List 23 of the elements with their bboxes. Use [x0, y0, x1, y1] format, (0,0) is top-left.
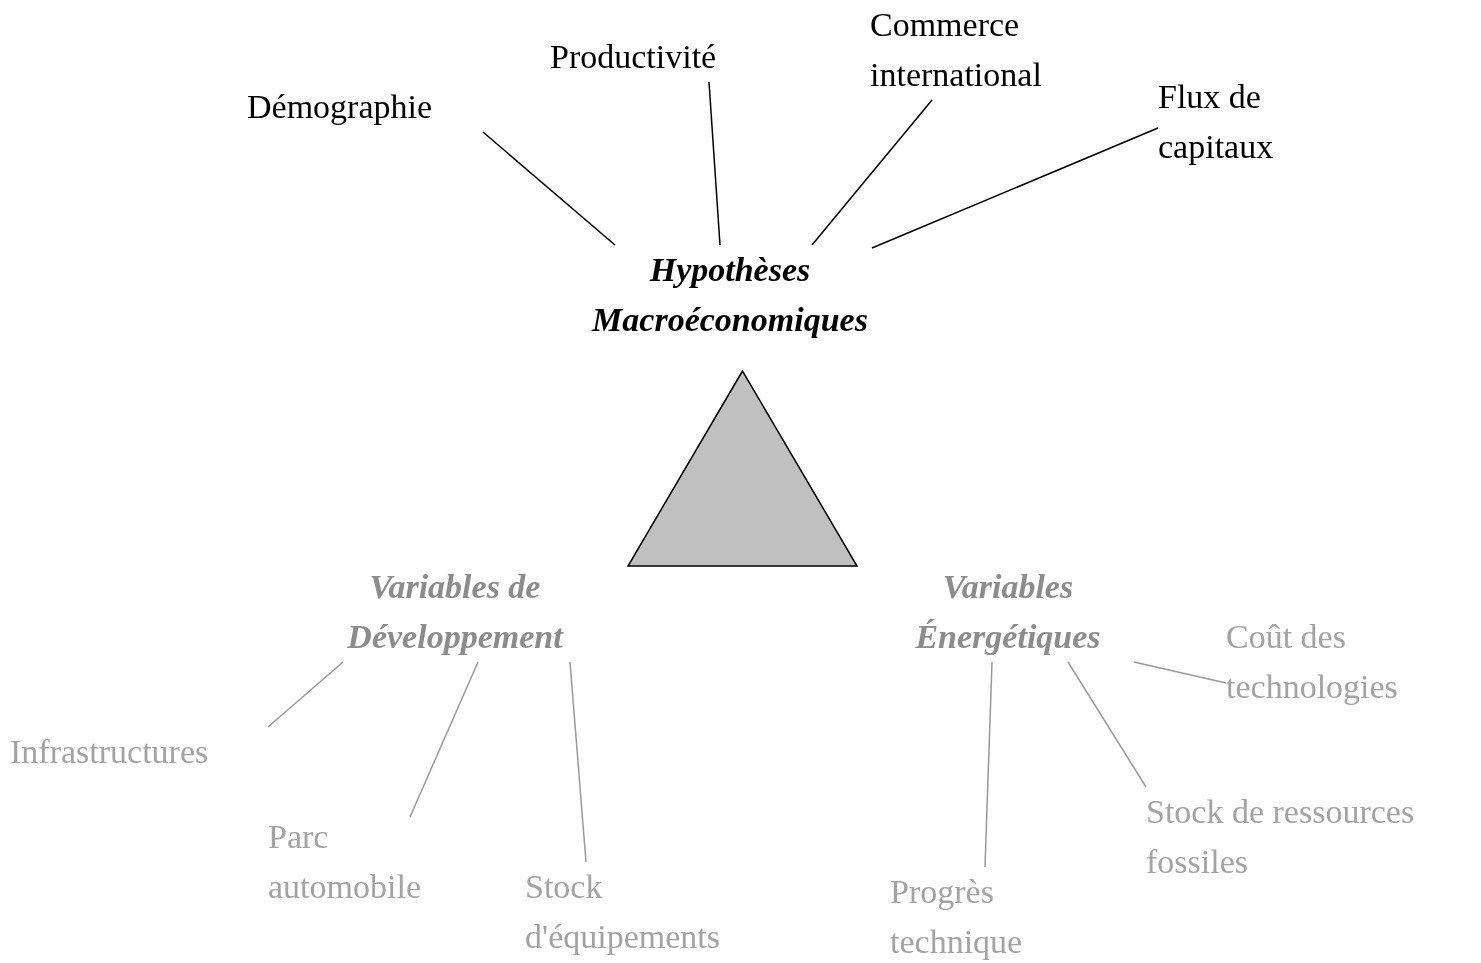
- factor-label: Progrès technique: [890, 867, 1028, 963]
- connector-line: [1067, 661, 1147, 788]
- branch-heading: Variables Énergétiques: [882, 562, 1134, 662]
- central-heading: Hypothèses Macroéconomiques: [540, 245, 920, 345]
- connector-line: [409, 661, 479, 818]
- factor-label: Stock de ressources fossiles: [1146, 787, 1468, 887]
- connector-line: [1133, 661, 1227, 684]
- connector-line: [569, 661, 587, 863]
- connector-line: [482, 131, 616, 246]
- connector-line: [871, 127, 1159, 249]
- branch-heading: Variables de Développement: [282, 562, 628, 662]
- factor-label: Flux de capitaux: [1158, 72, 1308, 172]
- factor-label: Démographie: [247, 82, 483, 132]
- factor-label: Commerce international: [870, 0, 1092, 100]
- factor-label: Productivité: [550, 32, 764, 82]
- factor-label: Coût des technologies: [1226, 612, 1448, 712]
- connector-line: [984, 661, 993, 868]
- connector-line: [811, 99, 933, 246]
- factor-label: Stock d'équipements: [525, 862, 775, 962]
- factor-label: Parc automobile: [268, 812, 468, 912]
- factor-label: Infrastructures: [10, 727, 268, 777]
- connector-line: [267, 661, 344, 728]
- connector-line: [708, 81, 721, 246]
